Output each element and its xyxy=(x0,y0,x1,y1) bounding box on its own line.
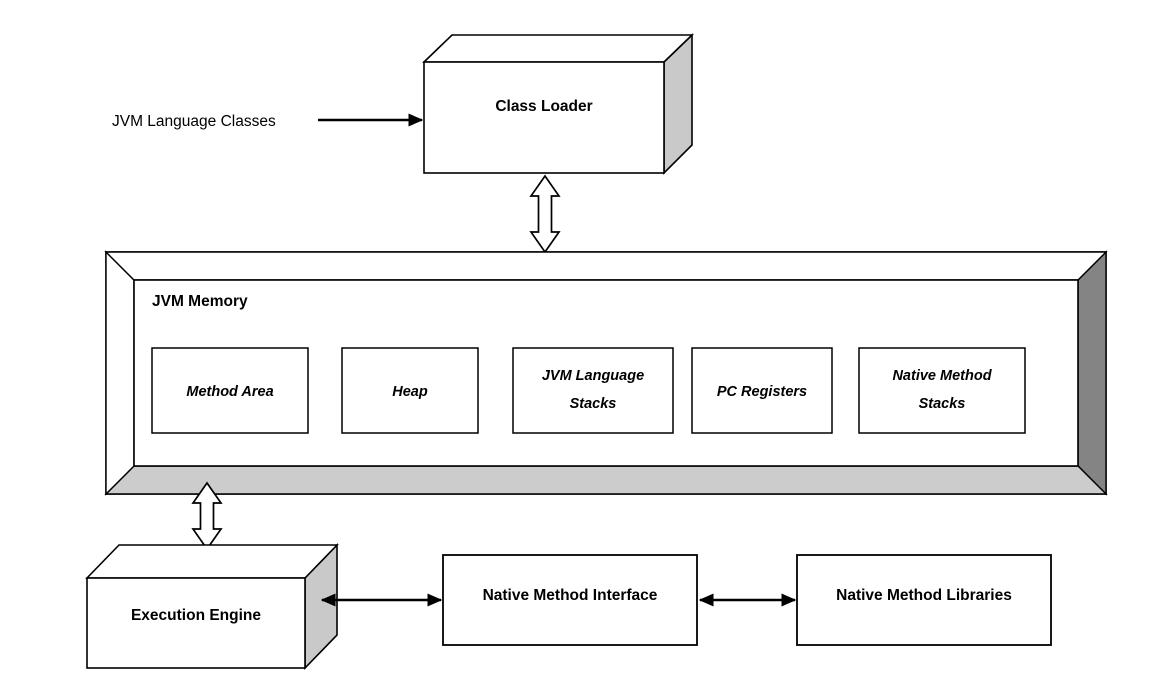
native-method-interface-label: Native Method Interface xyxy=(483,587,658,604)
memory-area-native-method-stacks[interactable]: Native Method Stacks xyxy=(858,347,1026,434)
native-method-stacks-label-line1: Native Method xyxy=(892,368,992,384)
pc-registers-label-line1: PC Registers xyxy=(717,384,807,400)
native-method-stacks-label-line2: Stacks xyxy=(919,396,966,412)
jvm-memory-bottom-bevel xyxy=(104,465,1108,495)
jvm-language-stacks-box xyxy=(512,347,674,434)
class-loader-front-face xyxy=(423,61,665,174)
jvm-memory-container[interactable]: JVM Memory Method Area Heap JVM Language… xyxy=(104,250,1108,496)
method-area-box xyxy=(151,347,309,434)
jvm-memory-label: JVM Memory xyxy=(152,293,248,310)
native-method-stacks-box xyxy=(858,347,1026,434)
heap-label-line1: Heap xyxy=(392,384,428,400)
class-loader-top-face xyxy=(422,34,694,63)
class-loader-label: Class Loader xyxy=(495,98,592,115)
native-method-libraries-box[interactable]: Native Method Libraries xyxy=(796,554,1052,646)
jvm-memory-top-bevel xyxy=(104,251,1108,281)
class-loader-to-jvm-memory-arrow xyxy=(529,174,561,254)
execution-engine-front-face xyxy=(86,577,306,669)
memory-area-method-area[interactable]: Method Area xyxy=(151,347,309,434)
heap-box xyxy=(341,347,479,434)
execution-engine-box[interactable]: Execution Engine xyxy=(85,543,339,670)
memory-area-heap[interactable]: Heap xyxy=(341,347,479,434)
jvm-memory-right-bevel xyxy=(1077,250,1107,496)
method-area-label-line1: Method Area xyxy=(186,384,273,400)
jvm-language-stacks-label-line1: JVM Language xyxy=(542,368,644,384)
jvm-language-classes-label: JVM Language Classes xyxy=(112,113,276,130)
native-method-interface-rect xyxy=(442,554,698,646)
execution-engine-label: Execution Engine xyxy=(131,607,261,624)
memory-area-pc-registers[interactable]: PC Registers xyxy=(691,347,833,434)
native-method-libraries-label: Native Method Libraries xyxy=(836,587,1012,604)
pc-registers-box xyxy=(691,347,833,434)
native-method-interface-box[interactable]: Native Method Interface xyxy=(442,554,698,646)
native-method-libraries-rect xyxy=(796,554,1052,646)
execution-engine-top-face xyxy=(85,544,339,579)
jvm-memory-left-bevel xyxy=(105,250,135,496)
class-loader-box[interactable]: Class Loader xyxy=(422,33,694,175)
memory-area-jvm-language-stacks[interactable]: JVM Language Stacks xyxy=(512,347,674,434)
jvm-language-stacks-label-line2: Stacks xyxy=(570,396,617,412)
